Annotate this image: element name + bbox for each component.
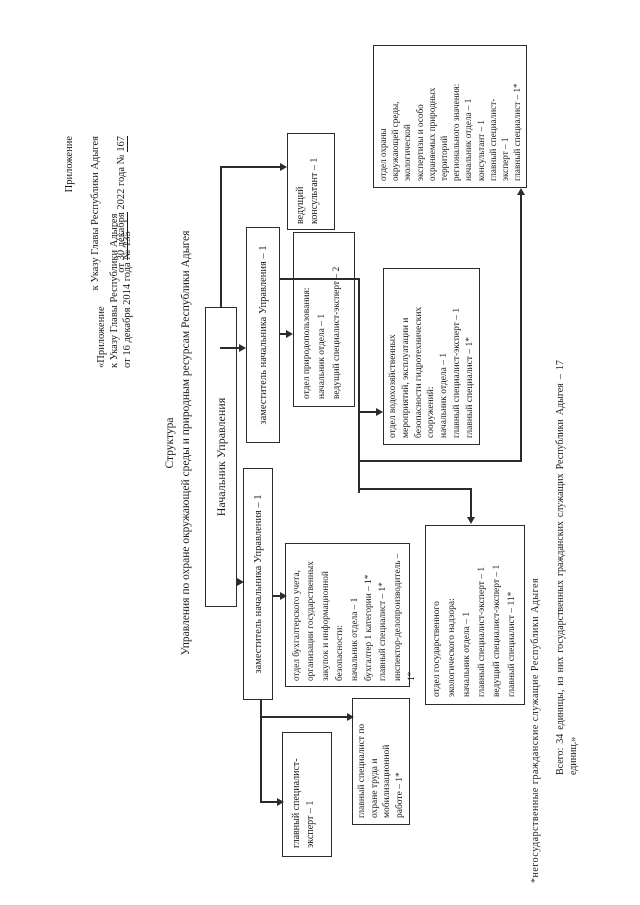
box-accounting-department: отдел бухгалтерского учета, организации … — [285, 543, 417, 687]
arrow-down-icon — [347, 713, 354, 721]
connector-line — [280, 278, 358, 280]
connector-line — [358, 460, 522, 462]
box-head-of-administration: Начальник Управления — [205, 307, 237, 607]
arrow-down-icon — [376, 408, 383, 416]
connector-line — [220, 166, 222, 308]
arrow-down-icon — [239, 344, 246, 352]
connector-line — [470, 488, 472, 517]
arrow-down-icon — [280, 592, 287, 600]
box-labor-protection-specialist: главный специалист по охране труда и моб… — [352, 698, 410, 825]
connector-line — [260, 716, 349, 718]
page-title: Структура Управления по охране окружающе… — [164, 230, 192, 656]
arrow-down-icon — [277, 798, 284, 806]
box-ecological-supervision-department: отдел государственного экологического на… — [425, 525, 525, 705]
footnote-total: Всего: 34 единицы, из них государственны… — [555, 360, 579, 775]
footnote-asterisk: *негосударственные гражданские служащие … — [530, 577, 541, 883]
arrow-down-icon — [280, 163, 287, 171]
box-deputy-head-right: заместитель начальника Управления – 1 — [246, 227, 280, 443]
box-water-management-department: отдел водохозяйственных мероприятий, экс… — [383, 268, 480, 445]
box-leading-consultant: ведущий консультант – 1 — [287, 133, 335, 230]
connector-line — [358, 411, 377, 413]
connector-line — [220, 166, 281, 168]
arrow-right-icon — [517, 188, 525, 195]
decree-header-line: Приложение — [64, 136, 75, 193]
box-chief-specialist-expert: главный специалист- эксперт – 1 — [282, 732, 332, 857]
arrow-down-icon — [286, 330, 293, 338]
box-environment-protection-department: отдел охраны окружающей среды, экологиче… — [373, 45, 527, 188]
arrow-left-icon — [467, 517, 475, 524]
arrow-down-icon — [237, 578, 244, 586]
connector-line — [220, 347, 240, 349]
box-nature-use-department: отдел природопользования: начальник отде… — [293, 232, 355, 407]
connector-line — [358, 488, 472, 490]
decree-header-2014: «Приложение к Указу Главы Республики Ады… — [96, 213, 133, 368]
box-deputy-head-left: заместитель начальника Управления – 1 — [243, 468, 273, 700]
connector-line — [520, 195, 522, 462]
